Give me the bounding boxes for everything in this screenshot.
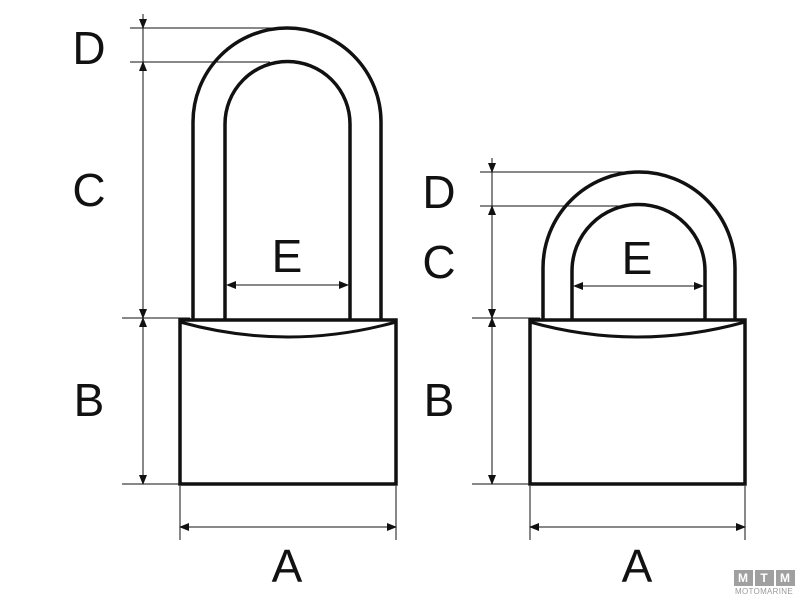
long-shackle-padlock [178,26,398,486]
shackle-inner [223,59,352,322]
logo-letter: M [733,570,753,586]
right-dimension-lines [472,158,746,540]
label-a-right: A [622,540,653,592]
label-a-left: A [272,540,303,592]
label-b-right: B [424,374,455,426]
label-e-right: E [622,232,653,284]
label-d-right: D [422,166,455,218]
short-shackle-padlock [528,170,747,486]
lock-body [528,318,747,486]
label-d-left: D [72,22,105,74]
shackle-inner [570,202,707,322]
logo-word: MOTOMARINE [735,587,793,596]
lock-body [178,318,398,486]
logo-letter: T [754,570,774,586]
label-e-left: E [272,230,303,282]
left-dimension-lines [122,14,397,540]
motomarine-logo: M T M MOTOMARINE [732,570,796,596]
label-c-left: C [72,164,105,216]
label-c-right: C [422,236,455,288]
logo-letter: M [775,570,795,586]
label-b-left: B [74,374,105,426]
